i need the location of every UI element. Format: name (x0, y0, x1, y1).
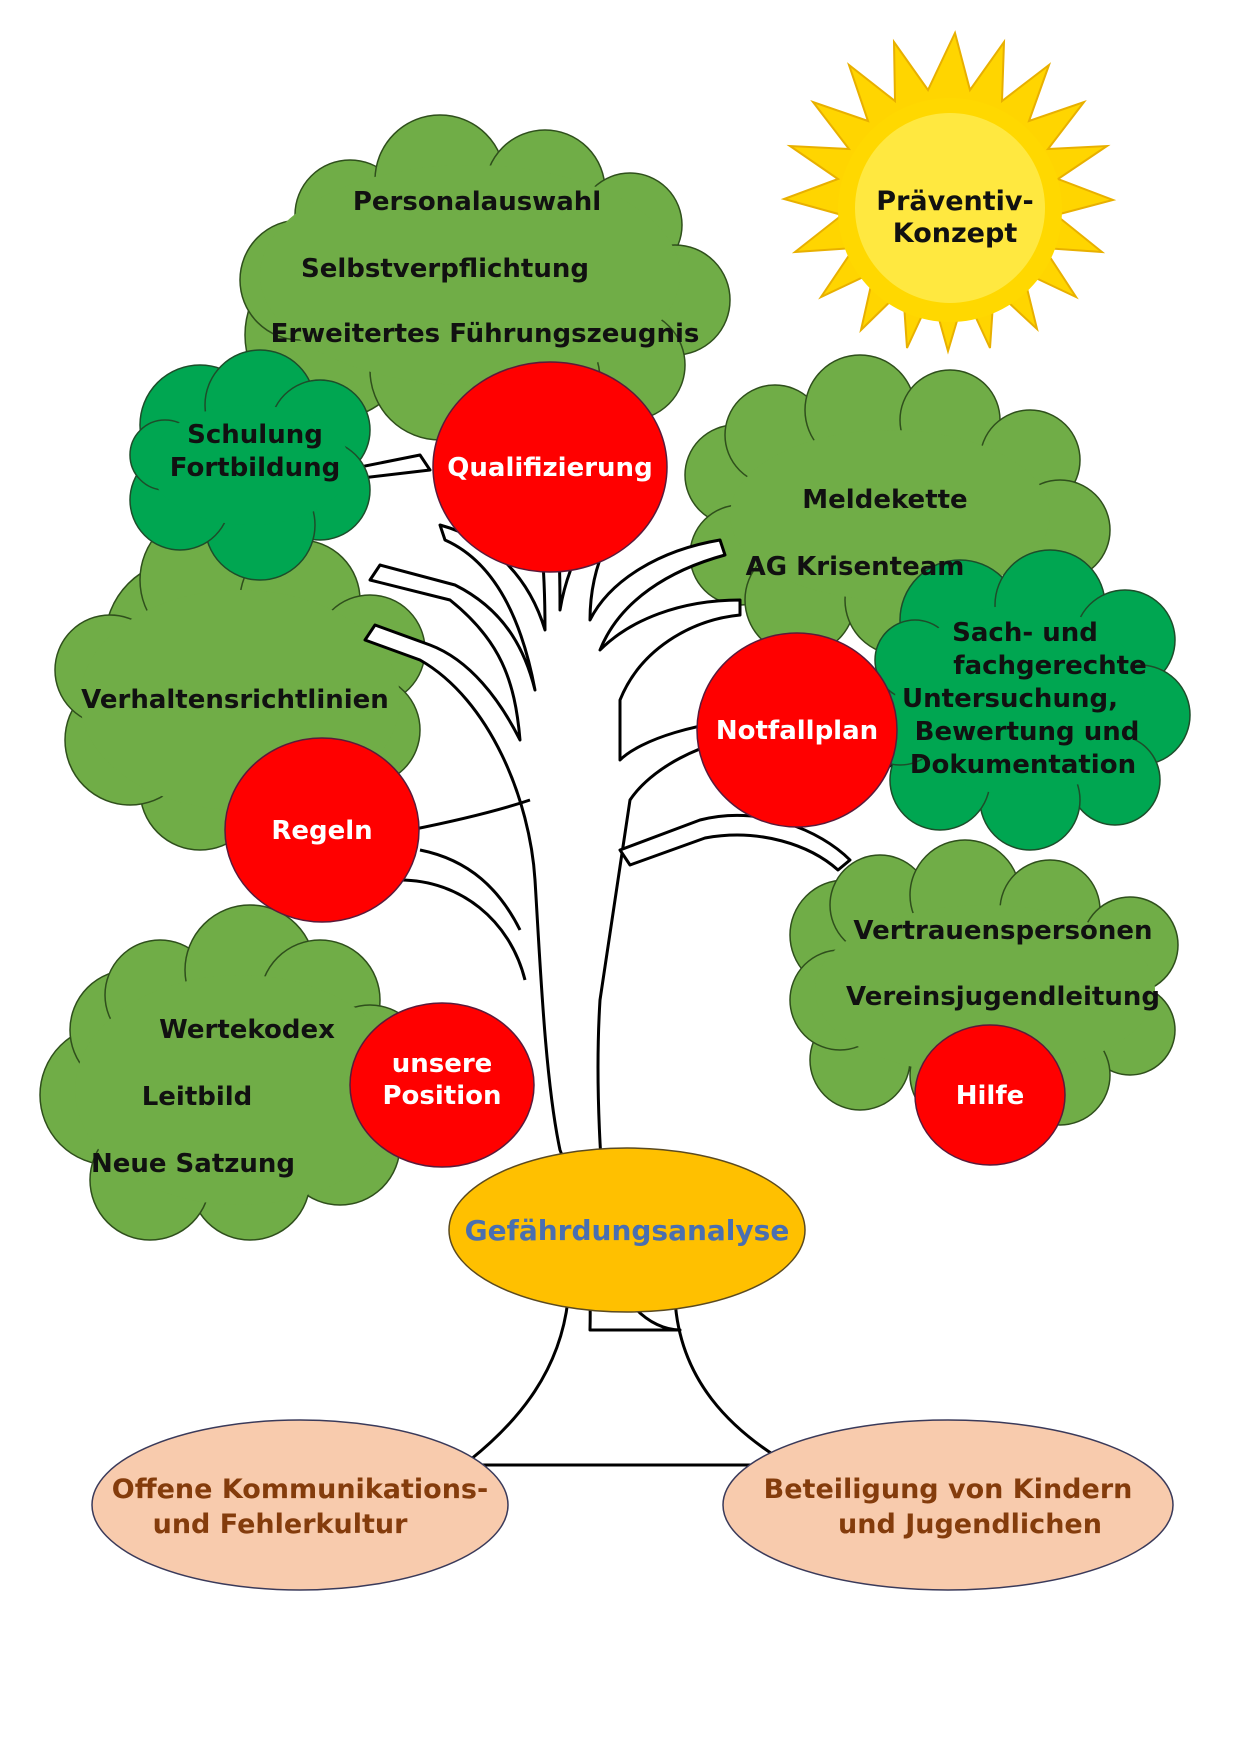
root-right-line1: Beteiligung von Kindern (764, 1474, 1133, 1505)
base-label: Gefährdungsanalyse (465, 1214, 790, 1247)
schulung-line2: Fortbildung (170, 453, 341, 483)
sun: Präventiv- Konzept (780, 30, 1117, 355)
root-right-line2: und Jugendlichen (838, 1509, 1102, 1540)
canopy-notfallplan (684, 354, 1111, 656)
untersuchung-line2: fachgerechte (953, 651, 1146, 681)
tree-roots (469, 1299, 791, 1467)
untersuchung-line1: Sach- und (952, 618, 1098, 648)
notfallplan-item-meldekette: Meldekette (802, 485, 967, 515)
position-label-line2: Position (382, 1081, 501, 1111)
untersuchung-line5: Dokumentation (910, 750, 1136, 780)
tree-branches (399, 798, 531, 981)
schulung-line1: Schulung (187, 420, 323, 450)
base-gefaehrdungsanalyse: Gefährdungsanalyse (448, 1147, 806, 1313)
regeln-item-verhaltensrichtlinien: Verhaltensrichtlinien (81, 685, 389, 715)
untersuchung-line4: Bewertung und (915, 717, 1140, 747)
root-right: Beteiligung von Kindern und Jugendlichen (722, 1419, 1174, 1591)
notfallplan-item-krisenteam: AG Krisenteam (746, 552, 965, 582)
root-left: Offene Kommunikations- und Fehlerkultur (91, 1419, 509, 1591)
sun-label-line1: Präventiv- (876, 186, 1033, 217)
notfallplan-node: Notfallplan (696, 632, 898, 828)
qualifizierung-item-personalauswahl: Personalauswahl (353, 187, 601, 217)
hilfe-node: Hilfe (914, 1024, 1066, 1166)
canopy-position (39, 904, 426, 1241)
root-left-line2: und Fehlerkultur (153, 1509, 408, 1540)
hilfe-label: Hilfe (956, 1081, 1025, 1111)
canopy-hilfe (789, 839, 1179, 1126)
root-left-line1: Offene Kommunikations- (112, 1474, 488, 1505)
regeln-label: Regeln (271, 816, 372, 846)
position-node: unsere Position (349, 1002, 535, 1168)
hilfe-item-vereinsjugendleitung: Vereinsjugendleitung (846, 982, 1160, 1012)
canopy-schulung (129, 349, 371, 581)
qualifizierung-item-selbstverpflichtung: Selbstverpflichtung (301, 254, 589, 284)
position-item-satzung: Neue Satzung (91, 1149, 295, 1179)
sun-label-line2: Konzept (893, 218, 1018, 249)
qualifizierung-item-fuehrungszeugnis: Erweitertes Führungszeugnis (271, 319, 700, 349)
hilfe-item-vertrauenspersonen: Vertrauenspersonen (853, 916, 1152, 946)
regeln-node: Regeln (224, 737, 420, 923)
qualifizierung-label: Qualifizierung (447, 453, 652, 483)
position-item-wertekodex: Wertekodex (159, 1015, 335, 1045)
position-label-line1: unsere (392, 1049, 493, 1079)
sun-core (855, 113, 1045, 303)
qualifizierung-node: Qualifizierung (432, 361, 668, 573)
position-item-leitbild: Leitbild (142, 1082, 253, 1112)
untersuchung-line3: Untersuchung, (902, 684, 1118, 714)
notfallplan-label: Notfallplan (716, 716, 878, 746)
